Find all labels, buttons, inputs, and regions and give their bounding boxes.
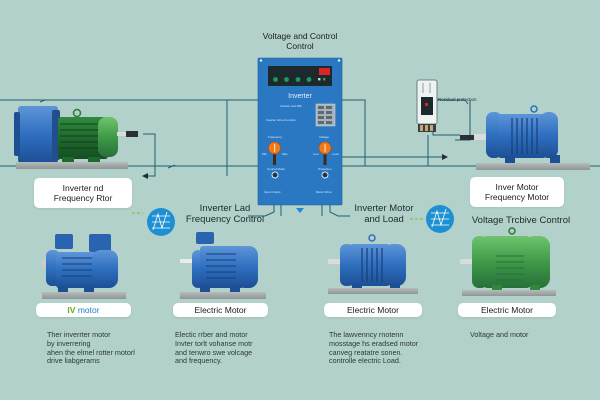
wire-switch-left [167,164,176,169]
panel-subtitle: Inverter unit 380 [280,104,302,108]
arrow-left-icon [142,173,148,179]
caption-inverter-load: Inverter Lad Frequency Control [180,203,270,225]
bottom-motor-4-graphic [460,227,556,296]
caption-voltage-control: Voltage Trcbive Control [471,215,571,226]
top-left-motor-graphic [14,106,138,169]
bottom-label-4: Electric Motor [458,303,556,317]
caption-right-line2: and Load [364,214,404,225]
panel-info-text: Inverter drive Function [266,118,296,122]
wiring [0,99,600,217]
caption-left-line1: Inverter Lad [199,203,251,214]
knob-right-max: Load [332,152,339,156]
bottom-motor-1-graphic [42,234,126,299]
control-panel-graphic [257,57,343,206]
top-left-label-line1: Inverter nd [62,183,104,193]
button-right-label: Protection [318,167,332,171]
breaker-graphic [416,79,438,132]
protection-button[interactable] [321,171,329,179]
desc-3-line2: mosstage hs eradsed motor [329,338,419,348]
top-left-label: Inverter nd Frequency Rtor [34,178,132,208]
caption-inverter-motor: Inverter Motor and Load [348,203,420,225]
wire-breaker-right [455,100,471,141]
bottom-desc-3: The lawvenncy rnotenn mosstage hs eradse… [329,330,419,366]
arrow-down-icon [296,208,304,213]
bottom-motor-2-graphic [180,232,266,299]
bottom-label-1-suffix: motor [77,305,100,315]
frequency-knob[interactable] [268,141,281,154]
bottom-desc-4: Voltage and motor [470,330,529,340]
desc-3-line3: canveg reatatre sonen. [329,347,403,357]
bottom-desc-1: Ther inverrter motor by inverrering ahen… [47,330,135,366]
panel-brand: Inverter [288,93,312,100]
desc-2-line2: Invter torlt vohanse motr [175,338,253,348]
desc-1-line1: Ther inverrter motor [47,330,111,339]
panel-title-line2: Control [286,41,314,51]
frequency-icon-right [426,205,454,233]
knob-left-max: Max [282,152,288,156]
desc-1-line2: by inverrering [47,338,91,348]
bottom-label-1: IV motor [36,303,131,317]
panel-footer-left: Input Output [264,190,281,194]
bottom-label-2: Electric Motor [173,303,268,317]
voltage-knob[interactable] [318,141,331,154]
desc-1-line4: drive liabgerams [47,356,100,366]
wire-right-loop [342,99,366,167]
bottom-label-1-prefix: IV [67,305,76,315]
desc-2-line4: and frequency. [175,356,223,366]
top-right-label-line1: Inver Motor [495,182,539,192]
top-right-label-line2: Frequency Motor [484,192,550,202]
panel-title-line1: Voltage and Control [262,31,338,41]
top-right-label: Inver Motor Frequency Motor [470,177,564,207]
panel-title: Voltage and Control Control [236,31,364,51]
bottom-motor-3-graphic [328,234,418,294]
knob-right-label: Voltage [319,135,330,139]
bottom-desc-2: Electic rrber and motor Invter torlt voh… [175,330,253,366]
wire-panel-right [329,204,350,217]
knob-right [318,141,332,165]
control-mode-button[interactable] [271,171,279,179]
bottom-label-3: Electric Motor [324,303,422,317]
knob-left [268,141,281,165]
knob-left-min: Min [262,152,267,156]
desc-3-line1: The lawvenncy rnotenn [329,330,404,339]
panel-footer-right: Motor Drive [316,190,332,194]
wire-panel-left [248,204,275,217]
button-left-label: Control Mode [267,167,286,171]
top-left-label-line2: Frequency Rtor [53,193,113,203]
caption-left-line2: Frequency Control [185,214,265,225]
caption-right-line1: Inverter Motor [354,203,414,214]
knob-right-min: Low [313,152,319,156]
desc-3-line4: controlle electric Load. [329,356,401,366]
desc-2-line3: and tenwro swe volcage [175,347,253,357]
wire-breaker-bottom [432,125,460,136]
breaker-label: Residual protection [438,97,477,102]
frequency-icon-left [147,208,175,236]
arrow-right-icon [442,154,448,160]
desc-2-line1: Electic rrber and motor [175,330,248,339]
knob-left-label: Frequency [268,135,283,139]
desc-1-line3: ahen the elmel rotter motorl [47,347,135,357]
wire-left-drop [143,133,156,177]
desc-4-line1: Voltage and motor [470,330,529,339]
top-right-motor-graphic [460,105,590,170]
